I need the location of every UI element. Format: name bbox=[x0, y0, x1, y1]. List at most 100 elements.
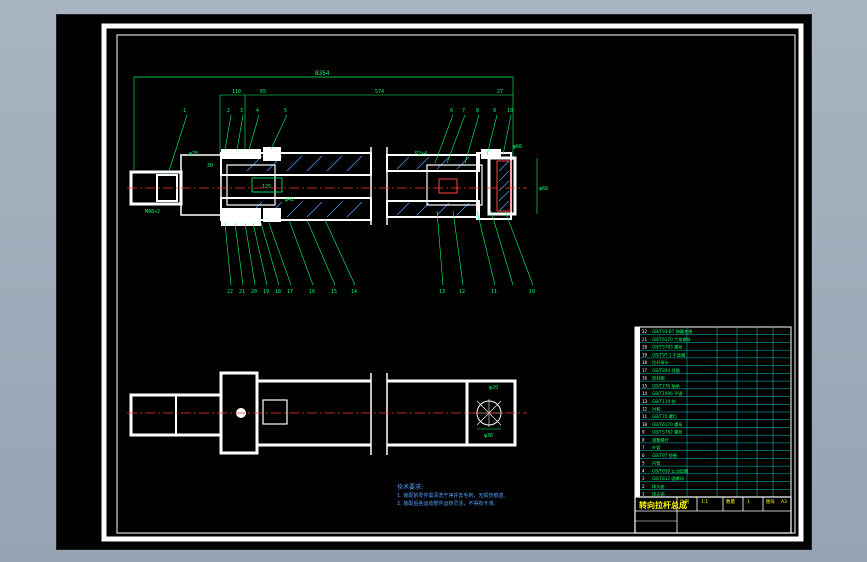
bom-row-name: GB/T97.1 平垫圈 bbox=[652, 351, 685, 358]
bom-row-name: 球头座 bbox=[652, 483, 665, 490]
dim-left-b: 65 bbox=[260, 89, 266, 95]
dim-right: 27 bbox=[497, 89, 503, 95]
title-cell-2: 1:1 bbox=[701, 499, 708, 505]
title-cell-5: 图号 bbox=[766, 499, 775, 505]
notes-heading: 技术要求: bbox=[397, 483, 423, 491]
dim-middle: 574 bbox=[375, 89, 384, 95]
bom-row-index: 7 bbox=[642, 445, 645, 450]
dim-left-a: 110 bbox=[232, 89, 241, 95]
bom-row-name: GB/T894 挡圈 bbox=[652, 367, 680, 374]
leader-bot-18: 18 bbox=[275, 289, 281, 295]
bom-row-name: GB/T6170 六角螺母 bbox=[652, 336, 691, 343]
bom-row-index: 20 bbox=[642, 345, 648, 350]
title-cell-3: 数量 bbox=[726, 498, 735, 505]
dim-right-dia: φ66 bbox=[513, 144, 522, 150]
dim-inner: φ42 bbox=[285, 197, 294, 203]
bom-row-name: GB/T5782 螺栓 bbox=[652, 429, 683, 436]
section-view: 8354 110 65 574 27 bbox=[127, 70, 548, 295]
bom-row-name: 衬套 bbox=[652, 406, 661, 413]
dim-bottom-label: φ36 bbox=[484, 433, 493, 439]
dim-right-tag: φ20 bbox=[489, 385, 498, 391]
bom-row-index: 16 bbox=[642, 376, 648, 381]
bom-row-index: 6 bbox=[642, 453, 645, 458]
bom-row-name: 内管 bbox=[652, 460, 660, 467]
bom-row-index: 21 bbox=[642, 337, 648, 342]
dim-right-vert: φ68 bbox=[539, 186, 548, 192]
leader-top-2: 2 bbox=[227, 108, 230, 114]
leader-top-1: 1 bbox=[183, 108, 186, 114]
leader-bot-14: 14 bbox=[351, 289, 357, 295]
dim-right-note: R2×4 bbox=[415, 151, 427, 157]
leader-bot-10: 10 bbox=[529, 289, 535, 295]
leader-bot-17: 17 bbox=[287, 289, 293, 295]
leader-bot-16: 16 bbox=[309, 289, 315, 295]
bom-row-name: 球头销 bbox=[652, 491, 665, 498]
bom-row-index: 11 bbox=[642, 414, 648, 419]
bom-row-index: 10 bbox=[642, 422, 648, 427]
leader-top-8: 8 bbox=[476, 108, 479, 114]
leader-top-5: 5 bbox=[284, 108, 287, 114]
leader-bot-21: 21 bbox=[239, 289, 245, 295]
leader-bot-11: 11 bbox=[491, 289, 497, 295]
bom-row-name: GB/T119 销 bbox=[652, 398, 676, 405]
bom-row-index: 22 bbox=[642, 329, 648, 334]
leader-bot-13: 13 bbox=[439, 289, 445, 295]
technical-notes: 技术要求: 1. 装配前零件需清洗干净并去毛刺，无损伤痕迹。 2. 装配后各运动… bbox=[397, 483, 508, 507]
leader-top-4: 4 bbox=[256, 108, 259, 114]
bom-row-index: 17 bbox=[642, 368, 648, 373]
leader-top-9: 9 bbox=[493, 108, 496, 114]
bom-row-name: 外管 bbox=[652, 444, 660, 451]
bom-row-index: 9 bbox=[642, 430, 645, 435]
notes-line-2: 2. 装配后各运动部件运转灵活，不得有卡滞。 bbox=[397, 500, 498, 507]
leader-top-10: 10 bbox=[507, 108, 513, 114]
bom-row-name: 调整螺杆 bbox=[652, 436, 670, 443]
leader-bot-20: 20 bbox=[251, 289, 257, 295]
bom-row-index: 18 bbox=[642, 360, 648, 365]
bom-row-index: 15 bbox=[642, 383, 648, 388]
drawing-canvas: 8354 110 65 574 27 bbox=[101, 23, 804, 542]
leader-bot-15: 15 bbox=[331, 289, 337, 295]
bom-row-name: GB/T6170 螺母 bbox=[652, 421, 682, 428]
bom-row-name: 拉杆接头 bbox=[652, 359, 669, 366]
plan-view: φ36 φ20 bbox=[127, 371, 527, 455]
bom-row-name: GB/T812 圆螺母 bbox=[652, 475, 684, 482]
bom-row-index: 2 bbox=[642, 484, 645, 489]
title-cell-4: 1 bbox=[747, 499, 750, 505]
bom-row-name: GB/T93-87 弹簧垫圈 bbox=[652, 328, 692, 335]
bom-row-index: 12 bbox=[642, 407, 648, 412]
notes-line-1: 1. 装配前零件需清洗干净并去毛刺，无损伤痕迹。 bbox=[397, 492, 508, 499]
bom-row-name: GB/T1096 平键 bbox=[652, 390, 683, 397]
sheet-outer-frame bbox=[101, 23, 804, 542]
dim-overall: 8354 bbox=[315, 70, 330, 77]
title-cell-6: A3 bbox=[781, 499, 787, 505]
bom-row-index: 13 bbox=[642, 399, 648, 404]
title-block-title: 转向拉杆总成 bbox=[639, 500, 687, 510]
bom-row-name: GB/T5783 螺栓 bbox=[652, 344, 683, 351]
cad-viewport[interactable]: 8354 110 65 574 27 bbox=[56, 14, 812, 550]
leader-top-6: 6 bbox=[450, 108, 453, 114]
title-block: 转向拉杆总成 比例 1:1 数量 1 图号 A3 bbox=[634, 496, 792, 534]
bom-row-index: 3 bbox=[642, 476, 645, 481]
dim-center: 125 bbox=[262, 184, 271, 190]
dim-left-tag: M48×2 bbox=[145, 209, 160, 215]
sheet-inner-frame bbox=[116, 34, 796, 534]
bom-row-name: GB/T858 止动垫圈 bbox=[652, 467, 688, 474]
bom-row-name: GB/T276 轴承 bbox=[652, 382, 681, 389]
bom-row-name: GB/T97 垫圈 bbox=[652, 452, 677, 459]
bom-row-index: 14 bbox=[642, 391, 648, 396]
leader-bot-12: 12 bbox=[459, 289, 465, 295]
bom-row-index: 1 bbox=[642, 492, 645, 497]
bom-row-name: 密封圈 bbox=[652, 375, 665, 382]
bom-row-index: 5 bbox=[642, 461, 645, 466]
bom-row-index: 8 bbox=[642, 437, 645, 442]
bom-row-index: 19 bbox=[642, 352, 648, 357]
title-cell-1: 比例 bbox=[680, 498, 689, 505]
leader-bot-22: 22 bbox=[227, 289, 233, 295]
leader-top-3: 3 bbox=[240, 108, 243, 114]
bom-row-index: 4 bbox=[642, 468, 645, 473]
bom-row-name: GB/T70 螺钉 bbox=[652, 413, 678, 420]
leader-top-7: 7 bbox=[462, 108, 465, 114]
dim-left-dia: φ78 bbox=[189, 151, 198, 157]
dim-small-a: 30 bbox=[207, 163, 213, 169]
